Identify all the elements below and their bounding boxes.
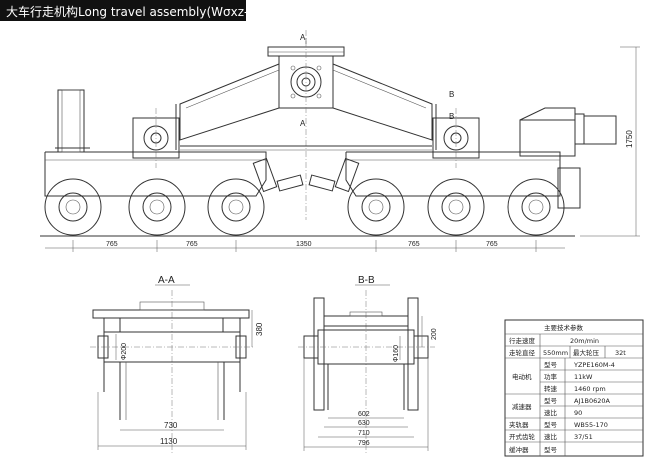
spec-row-8-label: 开式齿轮 (509, 432, 536, 441)
dimension-765-b: 765 (186, 241, 198, 248)
section-a-top-marker: A (300, 33, 306, 42)
spec-row-3-sub: 功率 (544, 372, 558, 381)
section-b-bottom-marker: B (449, 112, 454, 121)
spec-table-title: 主要技术参数 (544, 323, 584, 332)
spec-row-5-sub: 型号 (544, 396, 558, 405)
spec-row-3-value: 11kW (574, 373, 593, 381)
title-bar: 大车行走机构Long travel assembly(Wσxz-A6) (0, 0, 269, 21)
spec-row-4-value: 1460 rpm (574, 385, 606, 393)
spec-row-2-value: YZPE160M-4 (573, 361, 615, 369)
section-a-a-label: A-A (158, 275, 175, 286)
dimension-diameter-160: Ф160 (393, 345, 400, 362)
dimension-380: 380 (255, 322, 264, 336)
spec-row-2-sub: 型号 (544, 360, 558, 369)
spec-row-7-label: 夹轨器 (509, 420, 529, 429)
spec-row-6-sub: 速比 (544, 408, 558, 417)
section-b-b-view: B-B 200 Ф160 602 630 710 796 (298, 275, 438, 455)
spec-row-6-value: 90 (574, 409, 582, 417)
dimension-630: 630 (358, 420, 370, 427)
spec-row-0-value: 20m/min (570, 337, 599, 345)
drawing-title: 大车行走机构Long travel assembly(Wσxz-A6) (6, 5, 269, 19)
dimension-602: 602 (358, 411, 370, 418)
spec-row-4-sub: 转速 (544, 384, 558, 393)
spec-row-1-value: 550mm (543, 349, 568, 357)
dimension-765-d: 765 (486, 241, 498, 248)
spec-row-5-label: 减速器 (512, 402, 532, 411)
dimension-1130: 1130 (160, 437, 178, 446)
spec-row-8-sub: 速比 (544, 432, 558, 441)
wheels (44, 178, 565, 236)
spec-row-9-label: 缓冲器 (509, 445, 529, 454)
spec-row-7-value: WB55-170 (574, 421, 608, 429)
dimension-765-a: 765 (106, 241, 118, 248)
section-b-top-marker: B (449, 90, 454, 99)
dimension-1350: 1350 (296, 241, 312, 248)
spec-row-9-sub: 型号 (544, 445, 558, 454)
dimension-765-c: 765 (408, 241, 420, 248)
spec-row-1-value2: 32t (615, 349, 626, 357)
long-travel-assembly-elevation: A A B B 1750 765 765 1350 765 765 (40, 30, 640, 252)
section-b-b-label: B-B (358, 275, 375, 286)
dimension-796: 796 (358, 440, 370, 447)
spec-table: 主要技术参数 行走速度 20m/min 走轮直径 550mm 最大轮压 32t … (504, 319, 644, 457)
section-a-a-view: A-A 380 Ф200 730 1130 (90, 275, 264, 455)
spec-row-7-sub: 型号 (544, 420, 558, 429)
dimension-730: 730 (164, 421, 178, 430)
dimension-710: 710 (358, 430, 370, 437)
dimension-diameter-200: Ф200 (121, 343, 128, 360)
section-a-bottom-marker: A (300, 119, 306, 128)
spec-row-1-label2: 最大轮压 (573, 348, 600, 357)
spec-row-0-label: 行走速度 (509, 336, 536, 345)
spec-row-2-label: 电动机 (512, 372, 532, 381)
height-dimension-1750: 1750 (625, 130, 634, 148)
spec-row-5-value: AJ1B0620A (574, 397, 611, 405)
spec-row-8-value: 37/51 (574, 433, 593, 441)
spec-row-1-label: 走轮直径 (509, 348, 536, 357)
dimension-200: 200 (431, 328, 438, 340)
